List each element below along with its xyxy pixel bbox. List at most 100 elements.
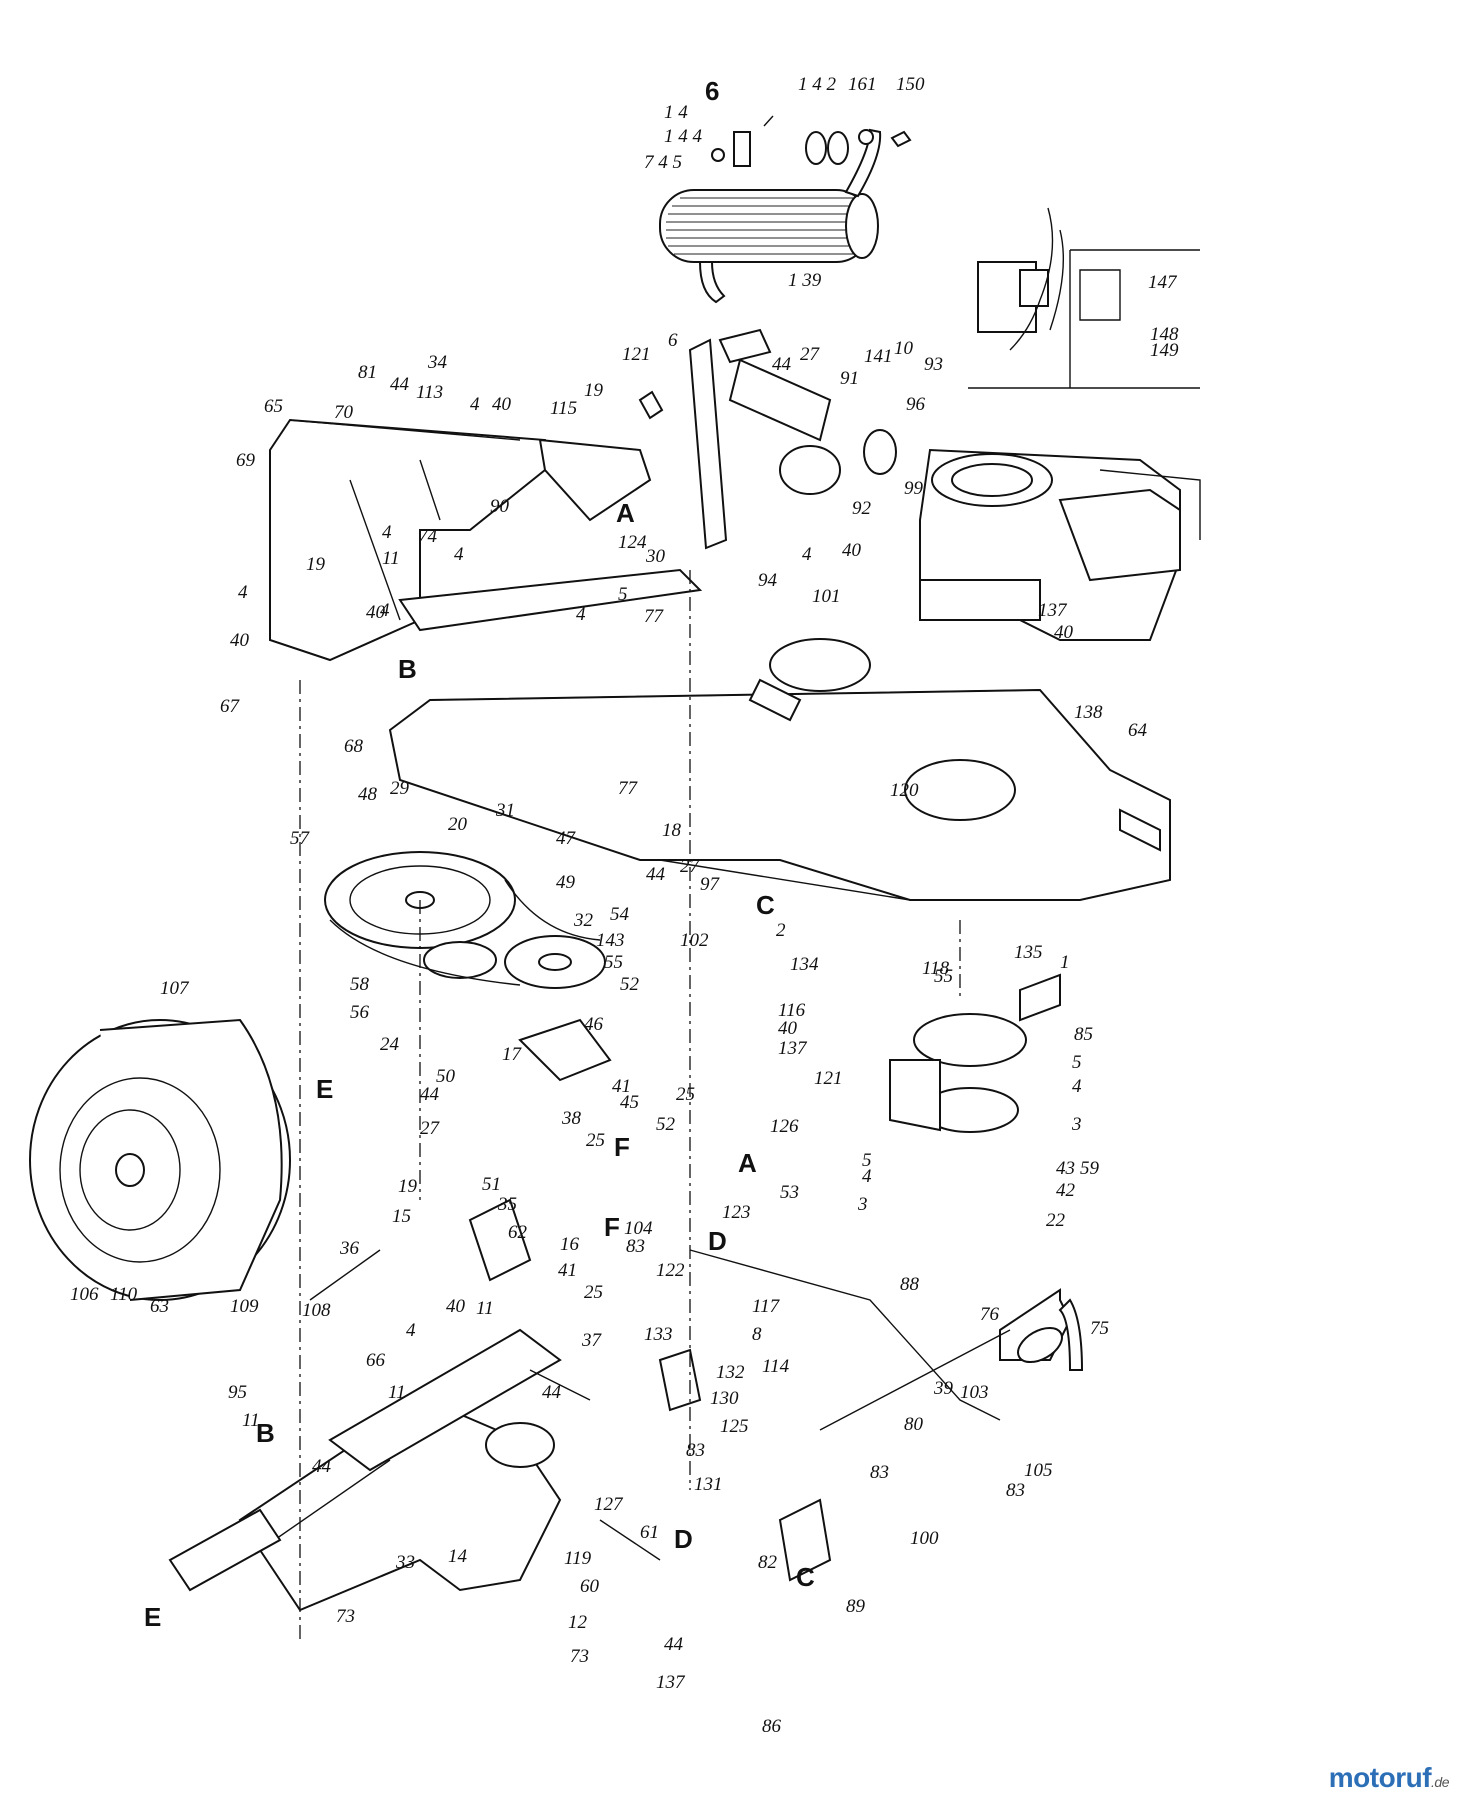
callout-14a: 1 4 <box>664 102 688 123</box>
callout-102: 102 <box>680 930 709 951</box>
callout-F2: F <box>604 1212 620 1242</box>
callout-46: 46 <box>584 1014 604 1035</box>
muffler-assembly <box>659 115 912 304</box>
callout-53: 53 <box>780 1182 799 1203</box>
callout-41b: 41 <box>558 1260 577 1281</box>
callout-40d: 40 <box>230 630 250 651</box>
callout-5b: 5 <box>1072 1052 1082 1073</box>
main-chassis <box>388 638 1171 901</box>
callout-40b: 40 <box>842 540 862 561</box>
callout-4a: 4 <box>470 394 480 415</box>
callout-36: 36 <box>339 1238 360 1259</box>
callout-67: 67 <box>220 696 241 717</box>
callout-D1: D <box>708 1226 727 1256</box>
callout-27a: 27 <box>800 344 821 365</box>
callout-68: 68 <box>344 736 364 757</box>
callout-6a: 6 <box>705 76 719 106</box>
callout-18: 18 <box>662 820 682 841</box>
callout-113: 113 <box>416 382 443 403</box>
callout-60: 60 <box>580 1576 600 1597</box>
callout-117: 117 <box>752 1296 781 1317</box>
callout-55a: 55 <box>604 952 623 973</box>
callout-25a: 25 <box>676 1084 695 1105</box>
callout-59: 59 <box>1080 1158 1100 1179</box>
callout-44c: 44 <box>646 864 666 885</box>
callout-30: 30 <box>645 546 666 567</box>
callout-55b: 55 <box>934 966 953 987</box>
callout-150: 150 <box>896 74 925 95</box>
callout-137a: 137 <box>1038 600 1068 621</box>
callout-121a: 121 <box>622 344 651 365</box>
callout-83c: 83 <box>1006 1480 1025 1501</box>
callout-97: 97 <box>700 874 721 895</box>
callout-3a: 3 <box>1071 1114 1082 1135</box>
callout-40c: 40 <box>1054 622 1074 643</box>
callout-E2: E <box>144 1602 161 1632</box>
callout-11c: 11 <box>388 1382 406 1403</box>
callout-109: 109 <box>230 1296 259 1317</box>
callout-40f: 40 <box>778 1018 798 1039</box>
callout-88: 88 <box>900 1274 920 1295</box>
callout-105: 105 <box>1024 1460 1053 1481</box>
callout-100: 100 <box>910 1528 939 1549</box>
callout-1: 1 <box>1060 952 1070 973</box>
callout-126: 126 <box>770 1116 799 1137</box>
callout-132: 132 <box>716 1362 745 1383</box>
callout-65: 65 <box>264 396 283 417</box>
callout-90: 90 <box>490 496 510 517</box>
alignment-lines <box>299 570 961 1640</box>
callout-108: 108 <box>302 1300 331 1321</box>
callout-8: 8 <box>752 1324 762 1345</box>
callout-C1: C <box>756 890 775 920</box>
callout-5c: 5 <box>862 1150 872 1171</box>
callout-50: 50 <box>436 1066 456 1087</box>
callout-135: 135 <box>1014 942 1043 963</box>
callout-58: 58 <box>350 974 370 995</box>
callout-83a: 83 <box>626 1236 645 1257</box>
callout-124: 124 <box>618 532 647 553</box>
callout-38: 38 <box>561 1108 582 1129</box>
rear-wheel <box>29 1018 291 1301</box>
callout-44e: 44 <box>542 1382 562 1403</box>
callout-147: 147 <box>1148 272 1178 293</box>
callout-118: 118 <box>922 958 950 979</box>
callout-27c: 27 <box>420 1118 441 1139</box>
callout-80: 80 <box>904 1414 924 1435</box>
callout-16: 16 <box>560 1234 580 1255</box>
callout-32: 32 <box>573 910 594 931</box>
callout-11a: 11 <box>382 548 400 569</box>
callout-49: 49 <box>556 872 576 893</box>
callout-134: 134 <box>790 954 819 975</box>
watermark-tld: .de <box>1431 1774 1449 1790</box>
callout-25b: 25 <box>586 1130 605 1151</box>
callout-37: 37 <box>581 1330 603 1351</box>
callout-51: 51 <box>482 1174 501 1195</box>
callout-77b: 77 <box>618 778 639 799</box>
callout-B1: B <box>398 654 417 684</box>
callout-83b: 83 <box>686 1440 705 1461</box>
callout-10: 10 <box>894 338 914 359</box>
callout-17: 17 <box>502 1044 523 1065</box>
callout-52b: 52 <box>656 1114 676 1135</box>
callout-95: 95 <box>228 1382 247 1403</box>
callout-47: 47 <box>556 828 577 849</box>
callout-64: 64 <box>1128 720 1148 741</box>
callout-5a: 5 <box>618 584 628 605</box>
callout-120: 120 <box>890 780 919 801</box>
callout-121b: 121 <box>814 1068 843 1089</box>
callout-114: 114 <box>762 1356 790 1377</box>
callout-34: 34 <box>427 352 448 373</box>
callout-29: 29 <box>390 778 410 799</box>
callout-6b: 6 <box>668 330 678 351</box>
callout-56: 56 <box>350 1002 370 1023</box>
callout-161: 161 <box>848 74 877 95</box>
callout-94: 94 <box>758 570 778 591</box>
callout-131: 131 <box>694 1474 723 1495</box>
callout-4g: 4 <box>380 600 390 621</box>
callout-27b: 27 <box>680 856 701 877</box>
watermark-brand: motoruf <box>1328 1762 1432 1793</box>
callout-20: 20 <box>448 814 468 835</box>
callout-141: 141 <box>864 346 893 367</box>
callout-44a: 44 <box>772 354 792 375</box>
